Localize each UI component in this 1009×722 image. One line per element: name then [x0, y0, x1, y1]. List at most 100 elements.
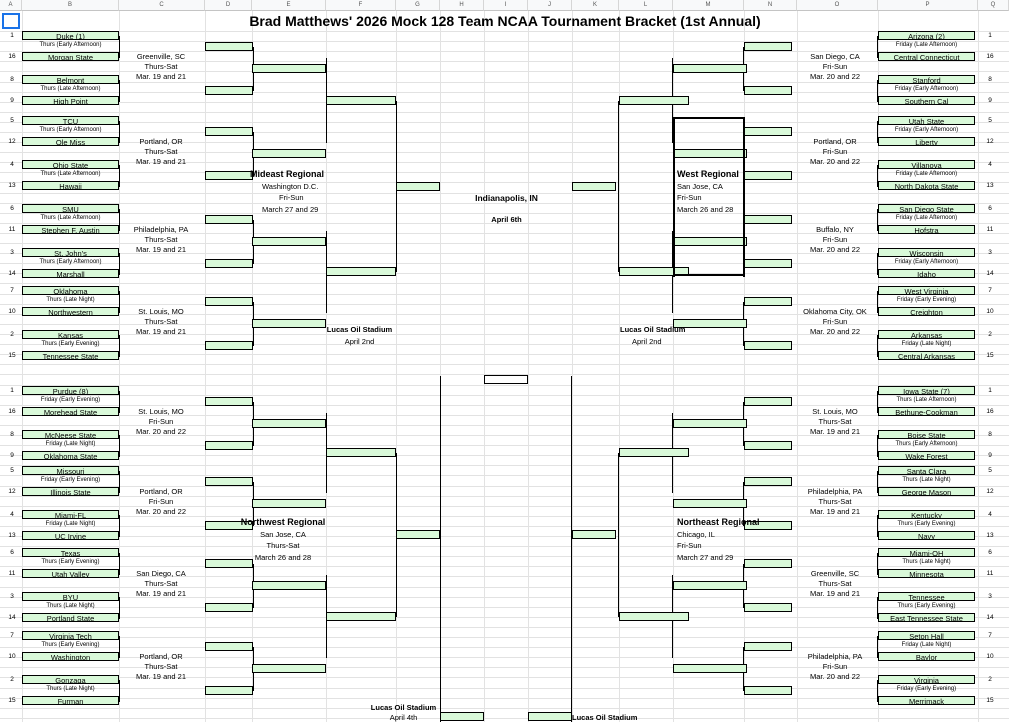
second-round-slot[interactable] [744, 441, 792, 450]
semifinal-slot[interactable] [528, 712, 572, 721]
sweet16-slot[interactable] [326, 267, 396, 276]
elite8-slot[interactable] [572, 530, 616, 539]
team-slot[interactable]: East Tennessee State [878, 613, 975, 622]
second-round-slot[interactable] [205, 397, 253, 406]
column-header[interactable]: M [673, 0, 744, 11]
elite8-slot[interactable] [396, 530, 440, 539]
second-round-slot[interactable] [744, 341, 792, 350]
championship-slot[interactable] [484, 375, 528, 384]
second-round-slot[interactable] [205, 259, 253, 268]
column-header[interactable]: J [528, 0, 572, 11]
column-header[interactable]: I [484, 0, 528, 11]
second-round-slot[interactable] [744, 171, 792, 180]
second-round-slot[interactable] [205, 559, 253, 568]
column-header[interactable]: L [619, 0, 673, 11]
third-round-slot[interactable] [673, 499, 747, 508]
third-round-slot[interactable] [252, 664, 326, 673]
third-round-slot[interactable] [673, 419, 747, 428]
third-round-slot[interactable] [673, 581, 747, 590]
team-slot[interactable]: Morgan State [22, 52, 119, 61]
team-slot[interactable]: Tennessee [878, 592, 975, 601]
team-slot[interactable]: Gonzaga [22, 675, 119, 684]
third-round-slot[interactable] [673, 149, 747, 158]
third-round-slot[interactable] [252, 499, 326, 508]
second-round-slot[interactable] [744, 127, 792, 136]
second-round-slot[interactable] [205, 686, 253, 695]
team-slot[interactable]: West Virginia [878, 286, 975, 295]
team-slot[interactable]: Wake Forest [878, 451, 975, 460]
third-round-slot[interactable] [252, 237, 326, 246]
team-slot[interactable]: Boise State [878, 430, 975, 439]
team-slot[interactable]: Wisconsin [878, 248, 975, 257]
team-slot[interactable]: Ole Miss [22, 137, 119, 146]
column-header[interactable]: K [572, 0, 619, 11]
team-slot[interactable]: Tennessee State [22, 351, 119, 360]
team-slot[interactable]: Santa Clara [878, 466, 975, 475]
third-round-slot[interactable] [252, 581, 326, 590]
third-round-slot[interactable] [252, 149, 326, 158]
elite8-slot[interactable] [572, 182, 616, 191]
sweet16-slot[interactable] [326, 448, 396, 457]
second-round-slot[interactable] [205, 86, 253, 95]
team-slot[interactable]: Marshall [22, 269, 119, 278]
team-slot[interactable]: BYU [22, 592, 119, 601]
second-round-slot[interactable] [744, 259, 792, 268]
second-round-slot[interactable] [744, 297, 792, 306]
column-header[interactable]: E [252, 0, 326, 11]
team-slot[interactable]: Morehead State [22, 407, 119, 416]
sweet16-slot[interactable] [619, 612, 689, 621]
third-round-slot[interactable] [252, 64, 326, 73]
team-slot[interactable]: Belmont [22, 75, 119, 84]
second-round-slot[interactable] [205, 42, 253, 51]
second-round-slot[interactable] [205, 642, 253, 651]
second-round-slot[interactable] [205, 477, 253, 486]
third-round-slot[interactable] [673, 237, 747, 246]
team-slot[interactable]: Hawaii [22, 181, 119, 190]
column-header[interactable]: F [326, 0, 396, 11]
sweet16-slot[interactable] [619, 448, 689, 457]
team-slot[interactable]: Washington [22, 652, 119, 661]
team-slot[interactable]: Oklahoma [22, 286, 119, 295]
team-slot[interactable]: SMU [22, 204, 119, 213]
second-round-slot[interactable] [744, 603, 792, 612]
sweet16-slot[interactable] [619, 96, 689, 105]
column-header[interactable]: Q [978, 0, 1009, 11]
team-slot[interactable]: George Mason [878, 487, 975, 496]
team-slot[interactable]: Southern Cal [878, 96, 975, 105]
team-slot[interactable]: Purdue (8) [22, 386, 119, 395]
team-slot[interactable]: Utah Valley [22, 569, 119, 578]
team-slot[interactable]: Oklahoma State [22, 451, 119, 460]
column-header[interactable]: G [396, 0, 440, 11]
team-slot[interactable]: Miami-FL [22, 510, 119, 519]
team-slot[interactable]: Central Connecticut [878, 52, 975, 61]
team-slot[interactable]: Central Arkansas [878, 351, 975, 360]
team-slot[interactable]: Stanford [878, 75, 975, 84]
team-slot[interactable]: High Point [22, 96, 119, 105]
column-header[interactable]: A [0, 0, 22, 11]
second-round-slot[interactable] [205, 127, 253, 136]
elite8-slot[interactable] [396, 182, 440, 191]
second-round-slot[interactable] [744, 642, 792, 651]
third-round-slot[interactable] [673, 664, 747, 673]
team-slot[interactable]: Virginia [878, 675, 975, 684]
team-slot[interactable]: Arkansas [878, 330, 975, 339]
team-slot[interactable]: Creighton [878, 307, 975, 316]
column-header[interactable]: B [22, 0, 119, 11]
second-round-slot[interactable] [205, 215, 253, 224]
team-slot[interactable]: Virginia Tech [22, 631, 119, 640]
team-slot[interactable]: St. John's [22, 248, 119, 257]
second-round-slot[interactable] [205, 341, 253, 350]
team-slot[interactable]: Texas [22, 548, 119, 557]
semifinal-slot[interactable] [440, 712, 484, 721]
team-slot[interactable]: Navy [878, 531, 975, 540]
team-slot[interactable]: Utah State [878, 116, 975, 125]
column-header[interactable]: H [440, 0, 484, 11]
sweet16-slot[interactable] [326, 96, 396, 105]
team-slot[interactable]: Missouri [22, 466, 119, 475]
team-slot[interactable]: Arizona (2) [878, 31, 975, 40]
team-slot[interactable]: Minnesota [878, 569, 975, 578]
second-round-slot[interactable] [744, 477, 792, 486]
team-slot[interactable]: Villanova [878, 160, 975, 169]
column-header[interactable]: D [205, 0, 252, 11]
second-round-slot[interactable] [744, 521, 792, 530]
